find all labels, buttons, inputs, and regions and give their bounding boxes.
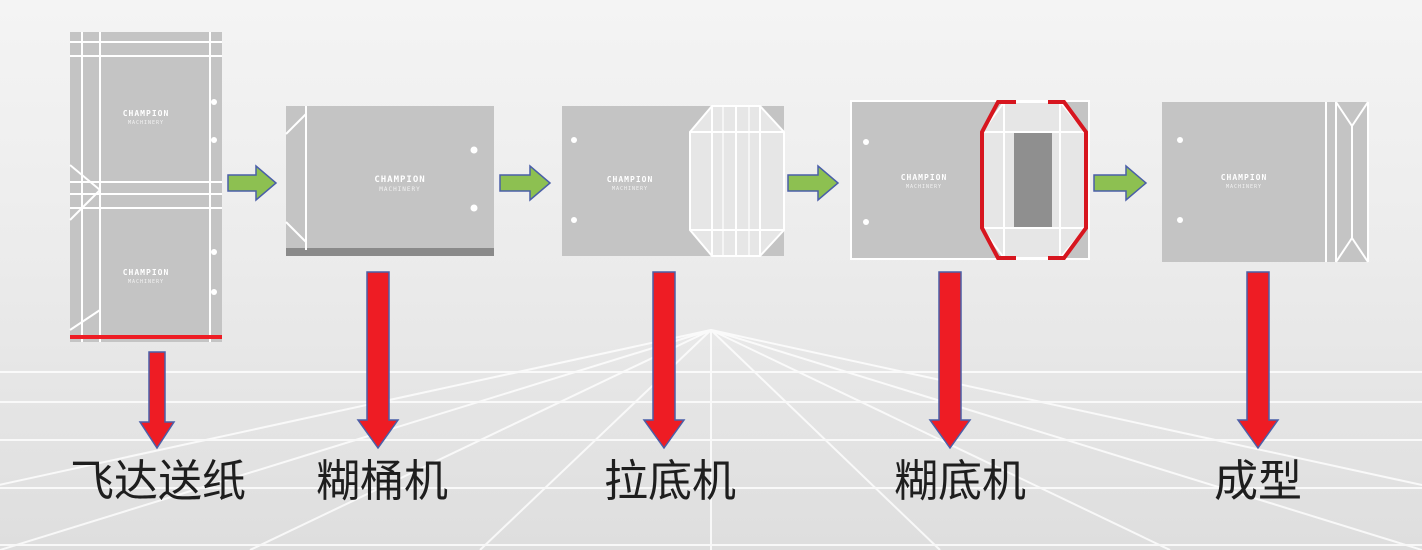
logo-machinery: MACHINERY: [612, 186, 648, 192]
flow-arrow-right: [1093, 164, 1148, 202]
logo-machinery: MACHINERY: [1226, 184, 1262, 190]
logo-champion: CHAMPION: [374, 175, 425, 185]
bag-sheet-feeder: CHAMPION MACHINERY CHAMPION MACHINERY: [69, 32, 222, 342]
bag-bottom-glued: CHAMPION MACHINERY: [850, 100, 1090, 260]
step-label-bottom-opener: 拉底机: [604, 456, 736, 507]
step-label-tube-gluer: 糊桶机: [316, 456, 448, 507]
down-arrow: [356, 271, 400, 450]
down-arrow: [1236, 271, 1280, 450]
step-label-bottom-gluer: 糊底机: [894, 456, 1026, 507]
logo-champion: CHAMPION: [123, 109, 170, 118]
logo-champion: CHAMPION: [1221, 173, 1268, 182]
logo-champion: CHAMPION: [123, 268, 170, 277]
flow-arrow-right: [227, 164, 278, 202]
logo-champion: CHAMPION: [901, 173, 948, 182]
logo-machinery: MACHINERY: [128, 279, 164, 285]
down-arrow: [642, 271, 686, 450]
logo-machinery: MACHINERY: [906, 184, 942, 190]
bag-tube: CHAMPION MACHINERY: [285, 106, 494, 256]
bag-bottom-opened: CHAMPION MACHINERY: [562, 105, 785, 257]
step-label-feeder: 飞达送纸: [70, 456, 246, 507]
down-arrow: [138, 351, 176, 450]
flow-arrow-right: [499, 164, 552, 202]
logo-champion: CHAMPION: [607, 175, 654, 184]
logo-machinery: MACHINERY: [379, 186, 421, 193]
flow-arrow-right: [787, 164, 840, 202]
bag-formed: CHAMPION MACHINERY: [1162, 101, 1369, 263]
down-arrow: [928, 271, 972, 450]
step-label-forming: 成型: [1214, 456, 1302, 507]
logo-machinery: MACHINERY: [128, 120, 164, 126]
